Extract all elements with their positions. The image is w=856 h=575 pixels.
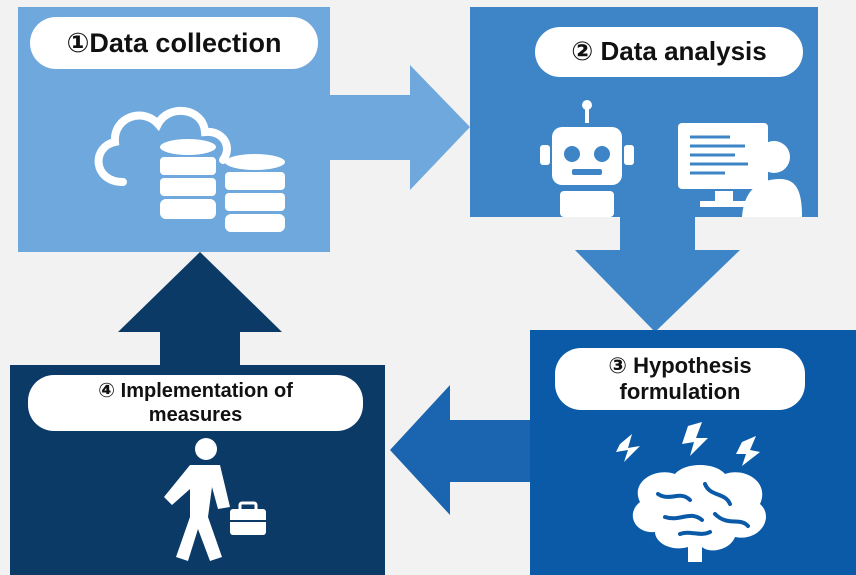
step-3-label-line2: formulation [619, 379, 741, 404]
step-3-box: ③ Hypothesis formulation [530, 330, 856, 575]
cloud-database-icon [94, 106, 285, 232]
step-4-label-line2: measures [148, 404, 243, 426]
step-2-title: ② Data analysis [535, 27, 803, 77]
step-1-title: ①Data collection [30, 17, 318, 69]
step-2-label: ② Data analysis [571, 36, 767, 67]
businessman-briefcase-icon [164, 438, 266, 561]
step-4-label-line1: ④ Implementation of [98, 380, 293, 402]
step-4-title: ④ Implementation of measures [28, 375, 363, 431]
step-3-title: ③ Hypothesis formulation [555, 348, 805, 410]
step-2-box: ② Data analysis [470, 7, 818, 217]
step-4-box: ④ Implementation of measures [10, 365, 385, 575]
step-1-box: ①Data collection [18, 7, 330, 252]
step-3-label-line1: ③ Hypothesis [608, 352, 752, 378]
robot-and-analyst-icon [540, 100, 802, 217]
step-1-label: ①Data collection [66, 27, 282, 58]
brain-lightning-icon [616, 422, 766, 562]
